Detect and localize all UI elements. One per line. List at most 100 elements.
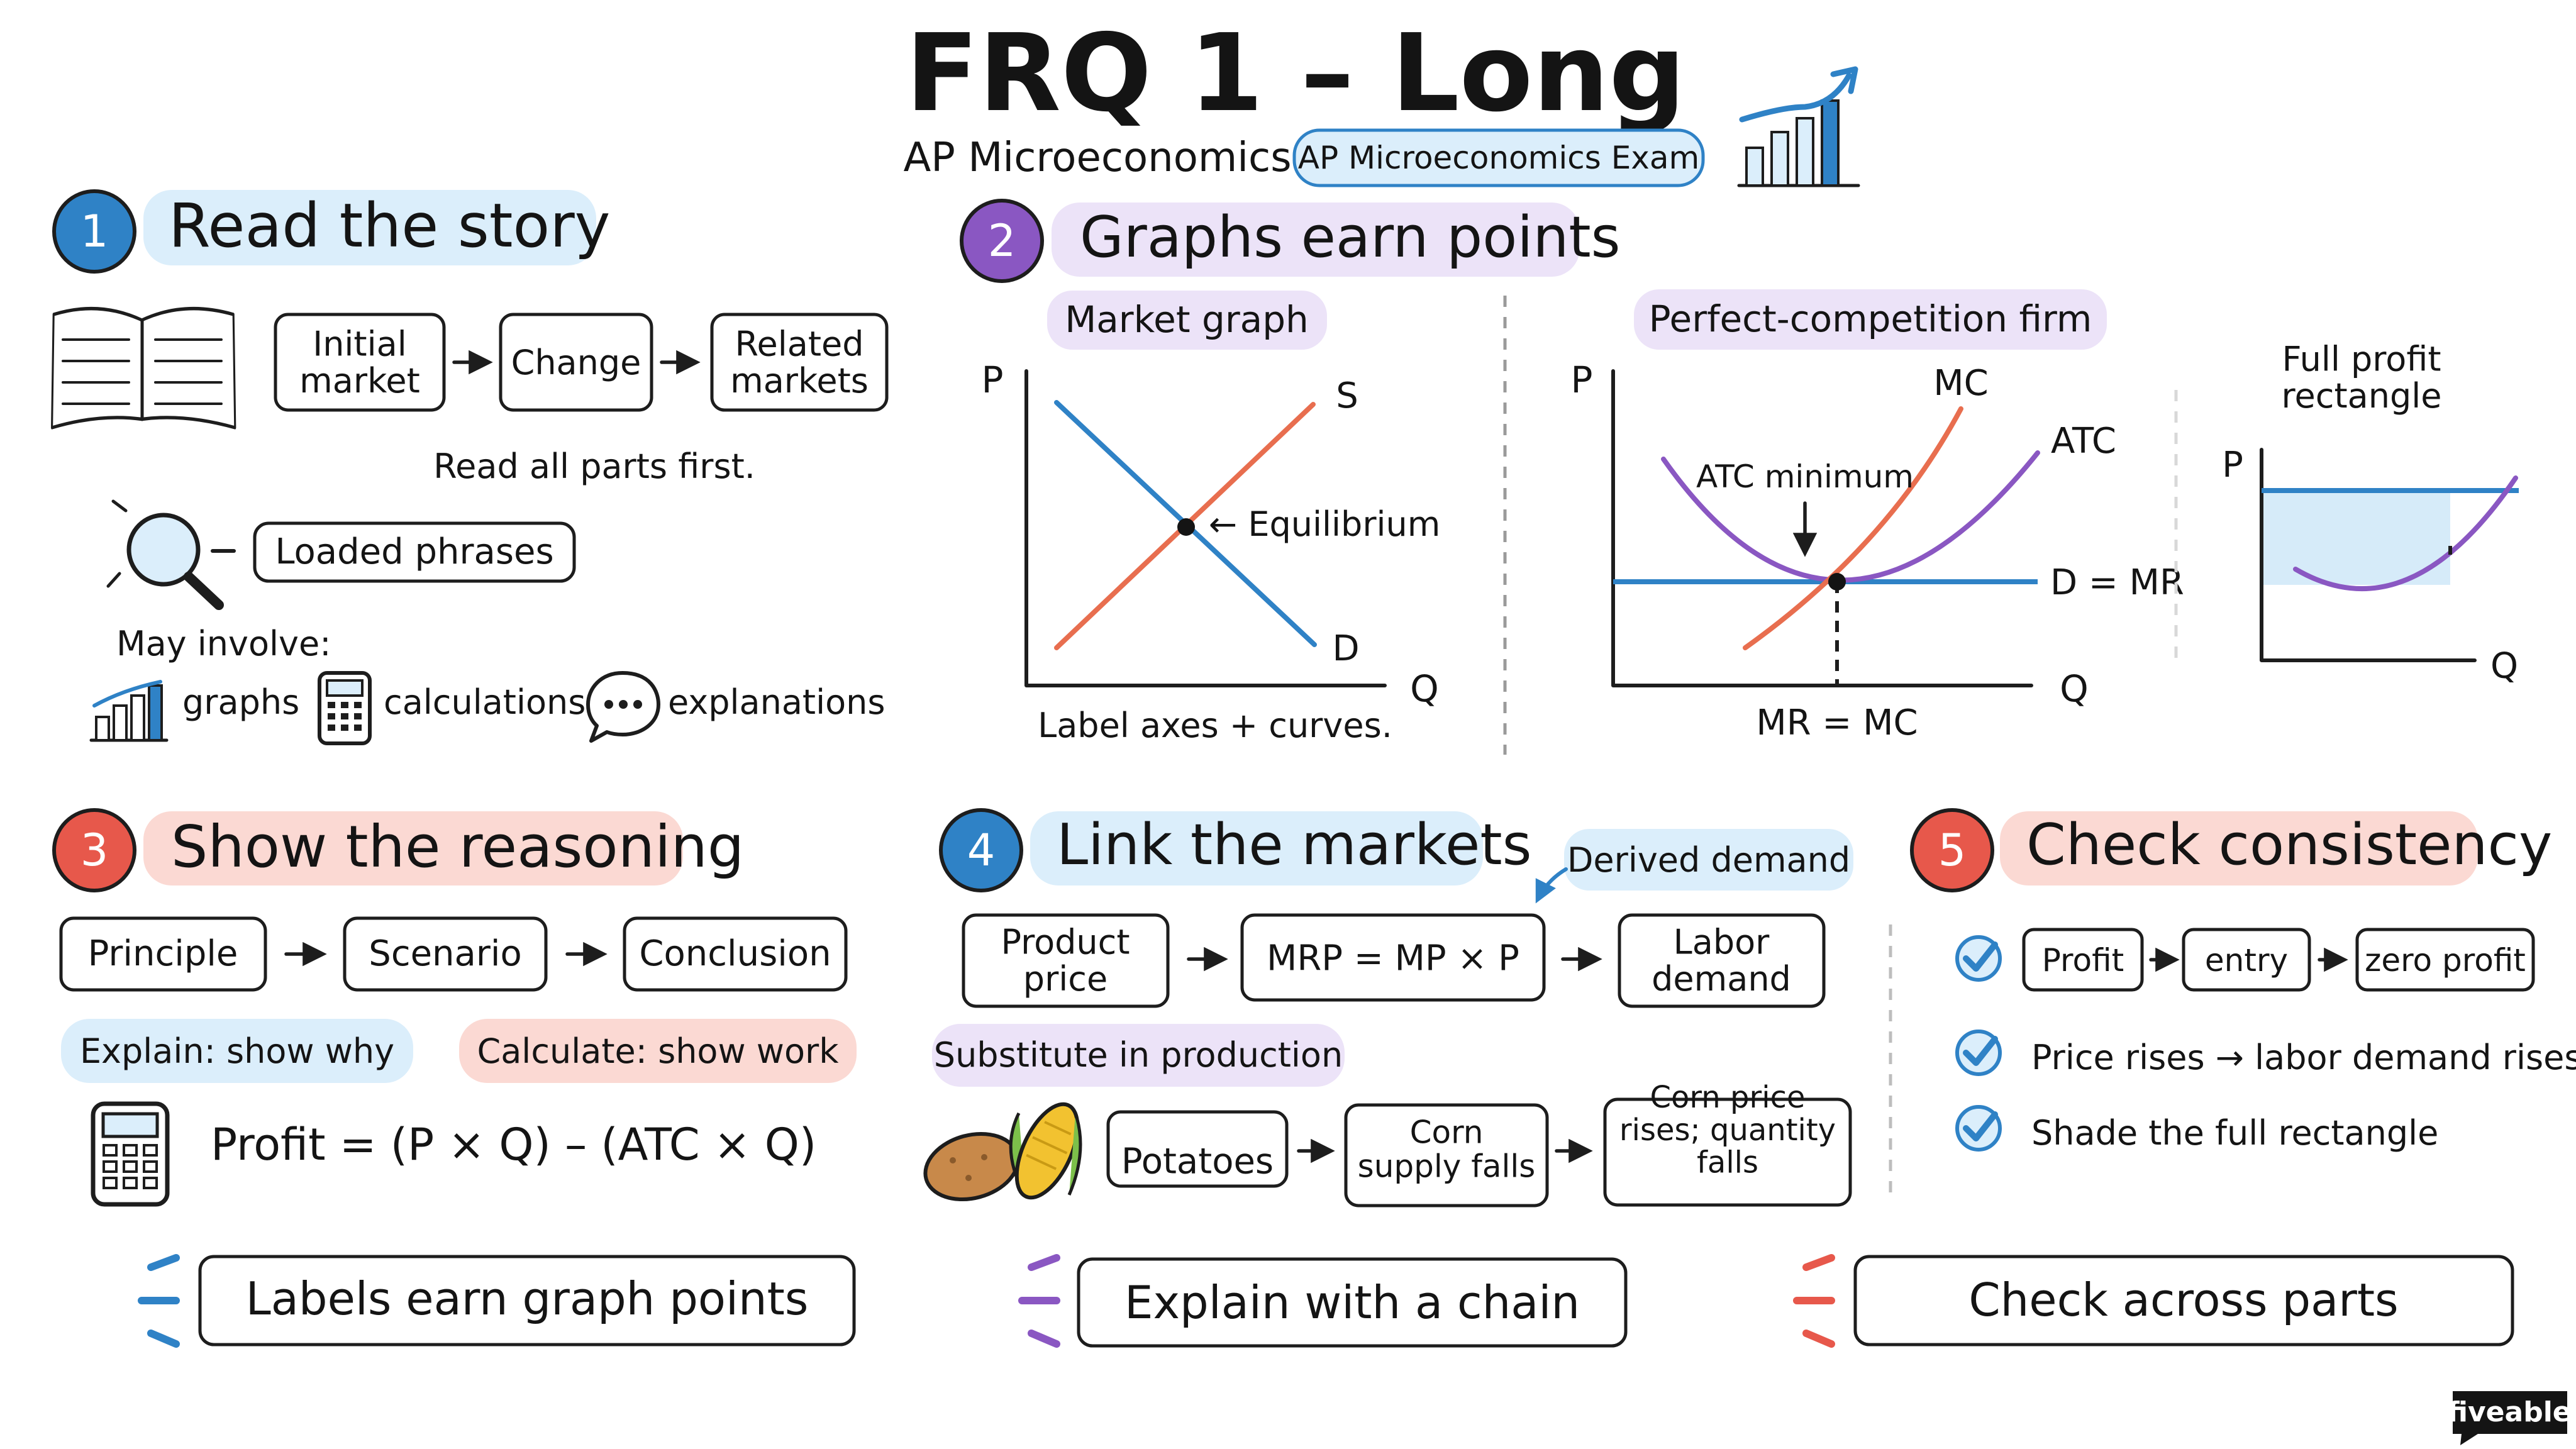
text-line: MRP = MP × P [1267, 938, 1519, 979]
section-2-title: Graphs earn points [1080, 204, 1621, 270]
section-1-title: Read the story [169, 191, 610, 261]
section-5-badge [1910, 808, 1994, 892]
mc-label: MC [1933, 363, 1988, 404]
link-box-label: MRP = MP × P [1267, 938, 1519, 979]
exam-tag: AP Microeconomics Exam [1298, 140, 1700, 176]
involve-item-explanations: explanations [668, 682, 886, 722]
section-1-title-highlight [143, 190, 596, 265]
section-2-title-highlight [1052, 203, 1580, 277]
callout-label: Labels earn graph points [246, 1272, 809, 1325]
profit-graph-p-label: P [2222, 445, 2243, 486]
firm-graph: Perfect-competition firm P Q MC ATC ATC … [1571, 289, 2184, 743]
calculator-icon [91, 1101, 170, 1207]
text-line: Full profit [2282, 340, 2441, 379]
profit-max-point [1828, 573, 1846, 591]
reasoning-box-label: Scenario [369, 933, 521, 974]
profit-formula: Profit = (P × Q) – (ATC × Q) [211, 1119, 816, 1170]
exam-tag-background [1292, 128, 1705, 187]
firm-graph-q-label: Q [2060, 667, 2089, 710]
callout-label: Explain with a chain [1124, 1276, 1580, 1329]
section-graphs-earn-points: 2 Graphs earn points Market graph P Q S … [960, 199, 2519, 755]
check-item-shade-rectangle: Shade the full rectangle [2031, 1113, 2438, 1153]
text-line: Change [511, 343, 641, 382]
section-1-badge [52, 189, 136, 274]
reasoning-box-label: Principle [88, 933, 238, 974]
substitute-tag: Substitute in production [934, 1035, 1343, 1075]
section-4-badge [939, 808, 1023, 892]
link-box-label: Potatoes [1121, 1141, 1274, 1182]
derived-demand-tag: Derived demand [1567, 840, 1850, 880]
section-show-the-reasoning: 3 Show the reasoning Principle Scenario … [52, 808, 857, 1207]
text-line: price [1023, 959, 1108, 999]
check-icon [1955, 935, 2002, 982]
section-link-the-markets: 4 Link the markets Derived demand Produc… [923, 808, 1853, 1208]
mc-curve [1743, 406, 1963, 650]
flow-box-label: Change [511, 343, 641, 382]
brand-label: fiveable [2447, 1396, 2571, 1428]
potato-icon [923, 1131, 1020, 1202]
text-line: rectangle [2282, 376, 2442, 416]
emphasis-marks-blue [138, 1254, 180, 1348]
open-book-icon [51, 306, 236, 430]
derived-demand-arrow [1535, 867, 1568, 904]
text-line: Corn [1410, 1114, 1484, 1151]
speech-bubble-icon [586, 671, 660, 743]
market-graph-caption: Label axes + curves. [1038, 706, 1392, 745]
text-line: Labor [1674, 923, 1770, 962]
text-line: market [299, 361, 420, 401]
check-icon [1955, 1105, 2002, 1152]
page-subtitle: AP Microeconomics [903, 135, 1291, 181]
link-box-mrp: MRP = MP × P [1240, 913, 1546, 1002]
text-line: supply falls [1358, 1148, 1536, 1185]
section-2-badge [960, 199, 1044, 283]
may-involve-label: May involve: [116, 624, 331, 663]
consistency-box-label: zero profit [2365, 942, 2526, 979]
bar-graph-icon [89, 680, 169, 742]
text-line: markets [730, 361, 869, 401]
section-5-number: 5 [1938, 824, 1967, 876]
reasoning-box-conclusion: Conclusion [623, 916, 848, 992]
section-1-number: 1 [80, 206, 109, 257]
callout-explain-chain: Explain with a chain [1077, 1257, 1628, 1348]
market-graph-tag-background [1047, 291, 1327, 350]
explain-tag-background [61, 1019, 413, 1083]
demand-label: D [1332, 628, 1359, 669]
firm-graph-tag: Perfect-competition firm [1649, 297, 2092, 340]
substitute-tag-background [932, 1024, 1345, 1087]
text-line: rises; quantity [1619, 1113, 1836, 1148]
page-title: FRQ 1 – Long [906, 11, 1685, 136]
consistency-box-zero-profit: zero profit [2355, 928, 2535, 992]
section-3-badge [52, 808, 136, 892]
market-graph-axes [1024, 369, 1387, 687]
text-line: Potatoes [1121, 1141, 1274, 1182]
header: FRQ 1 – Long AP Microeconomics AP Microe… [903, 11, 1860, 187]
section-4-number: 4 [967, 824, 996, 876]
profit-graph-axes [2260, 448, 2477, 662]
consistency-box-label: entry [2205, 942, 2288, 979]
market-graph-tag: Market graph [1065, 298, 1309, 341]
text-line: demand [1652, 959, 1791, 999]
section-check-consistency: 5 Check consistency Profit entry zero pr… [1910, 808, 2576, 1153]
firm-graph-p-label: P [1571, 358, 1593, 401]
firm-graph-axes [1611, 369, 2033, 687]
emphasis-marks-red [1793, 1254, 1835, 1348]
text-line: Related [735, 325, 863, 364]
text-line: Initial [313, 325, 406, 364]
reasoning-box-principle: Principle [59, 916, 267, 992]
section-4-title: Link the markets [1057, 812, 1532, 878]
section-5-title: Check consistency [2026, 812, 2552, 878]
emphasis-marks-purple [1018, 1254, 1060, 1348]
reasoning-box-label: Conclusion [639, 933, 831, 974]
corn-icon [1009, 1102, 1082, 1200]
section-3-title-highlight [143, 811, 683, 886]
callout-labels-earn-points: Labels earn graph points [198, 1255, 856, 1346]
loaded-phrases-label: Loaded phrases [275, 531, 553, 572]
